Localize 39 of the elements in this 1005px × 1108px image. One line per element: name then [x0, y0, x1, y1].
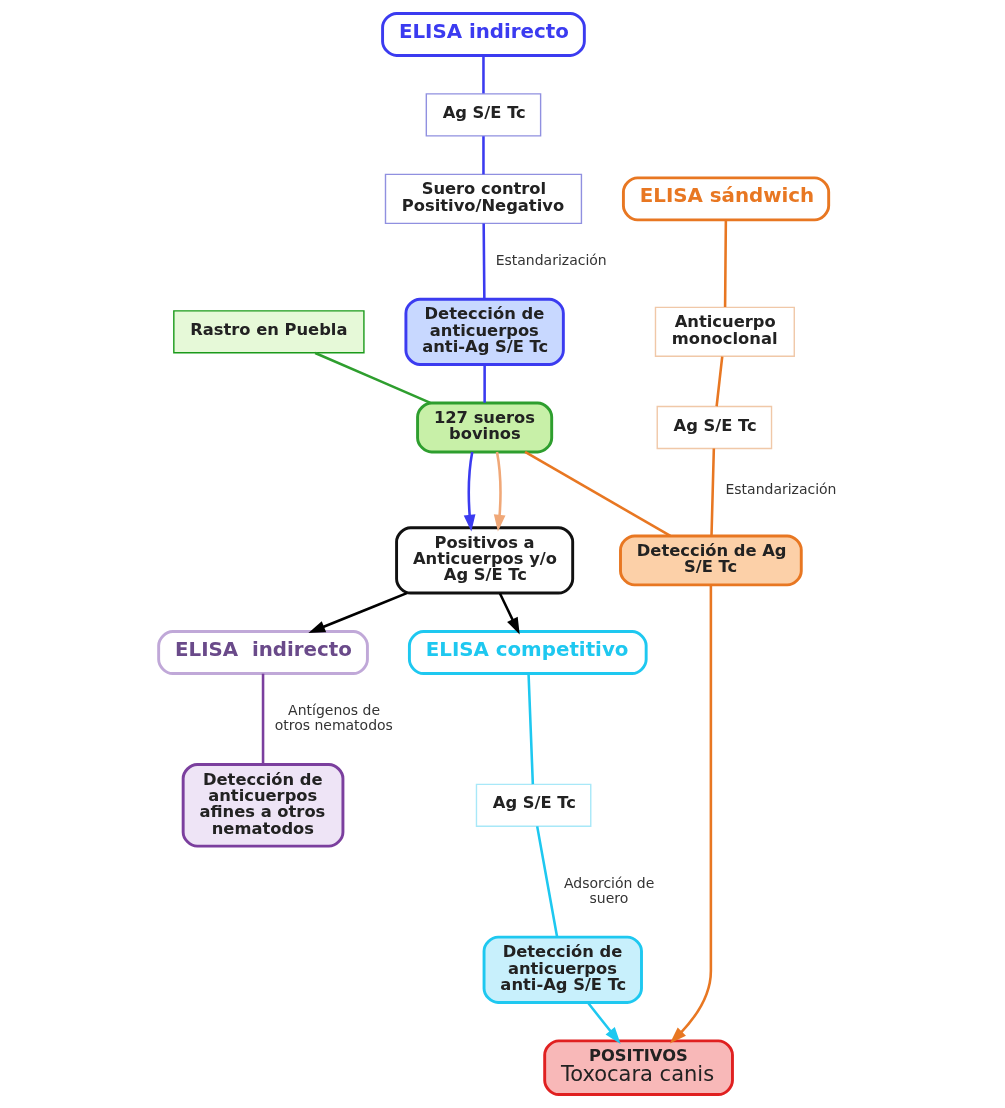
edge-label: Adsorción de suero	[563, 874, 654, 906]
connector	[481, 55, 485, 94]
arrow	[493, 451, 506, 532]
node-box: Ag S/E Tc	[656, 405, 772, 450]
node-box: Ag S/E Tc	[475, 783, 591, 828]
node-box: Detección de Ag S/E Tc	[618, 534, 803, 587]
connector	[481, 136, 485, 175]
connector	[523, 450, 671, 537]
node-box: ELISA indirecto	[380, 12, 586, 57]
node-box: Detección de anticuerpos afines a otros nematodos	[181, 763, 344, 848]
arrow	[669, 585, 712, 1044]
edge-label: Estandarización	[724, 481, 836, 498]
node-box: Ag S/E Tc	[425, 93, 541, 137]
connector	[261, 673, 264, 765]
connector	[526, 673, 534, 785]
arrow	[498, 592, 520, 635]
connector	[535, 826, 558, 938]
arrow	[463, 451, 475, 532]
node-box: ELISA sándwich	[621, 176, 830, 222]
node-box: Detección de anticuerpos anti-Ag S/E Tc	[403, 297, 565, 366]
connector	[482, 364, 486, 403]
connector	[714, 356, 723, 407]
node-box: Anticuerpo monoclonal	[654, 306, 795, 357]
node-box: POSITIVOS Toxocara canis	[542, 1039, 734, 1096]
edge-label: Antígenos de otros nematodos	[274, 702, 393, 734]
connector	[709, 448, 715, 536]
node-box: Rastro en Puebla	[172, 310, 365, 354]
node-box: Detección de anticuerpos anti-Ag S/E Tc	[482, 935, 643, 1004]
connector	[314, 351, 431, 405]
node-box: ELISA competitivo	[407, 630, 648, 675]
arrow	[307, 591, 407, 634]
node-box: Suero control Positivo/Negativo	[384, 173, 582, 225]
edge-label: Estandarización	[495, 252, 607, 269]
connector	[723, 219, 727, 308]
node-box: 127 sueros bovinos	[415, 401, 553, 454]
arrow	[586, 1001, 621, 1044]
connector	[481, 223, 486, 300]
node-box: ELISA indirecto	[156, 630, 369, 675]
node-box: Positivos a Anticuerpos y/o Ag S/E Tc	[394, 526, 574, 595]
